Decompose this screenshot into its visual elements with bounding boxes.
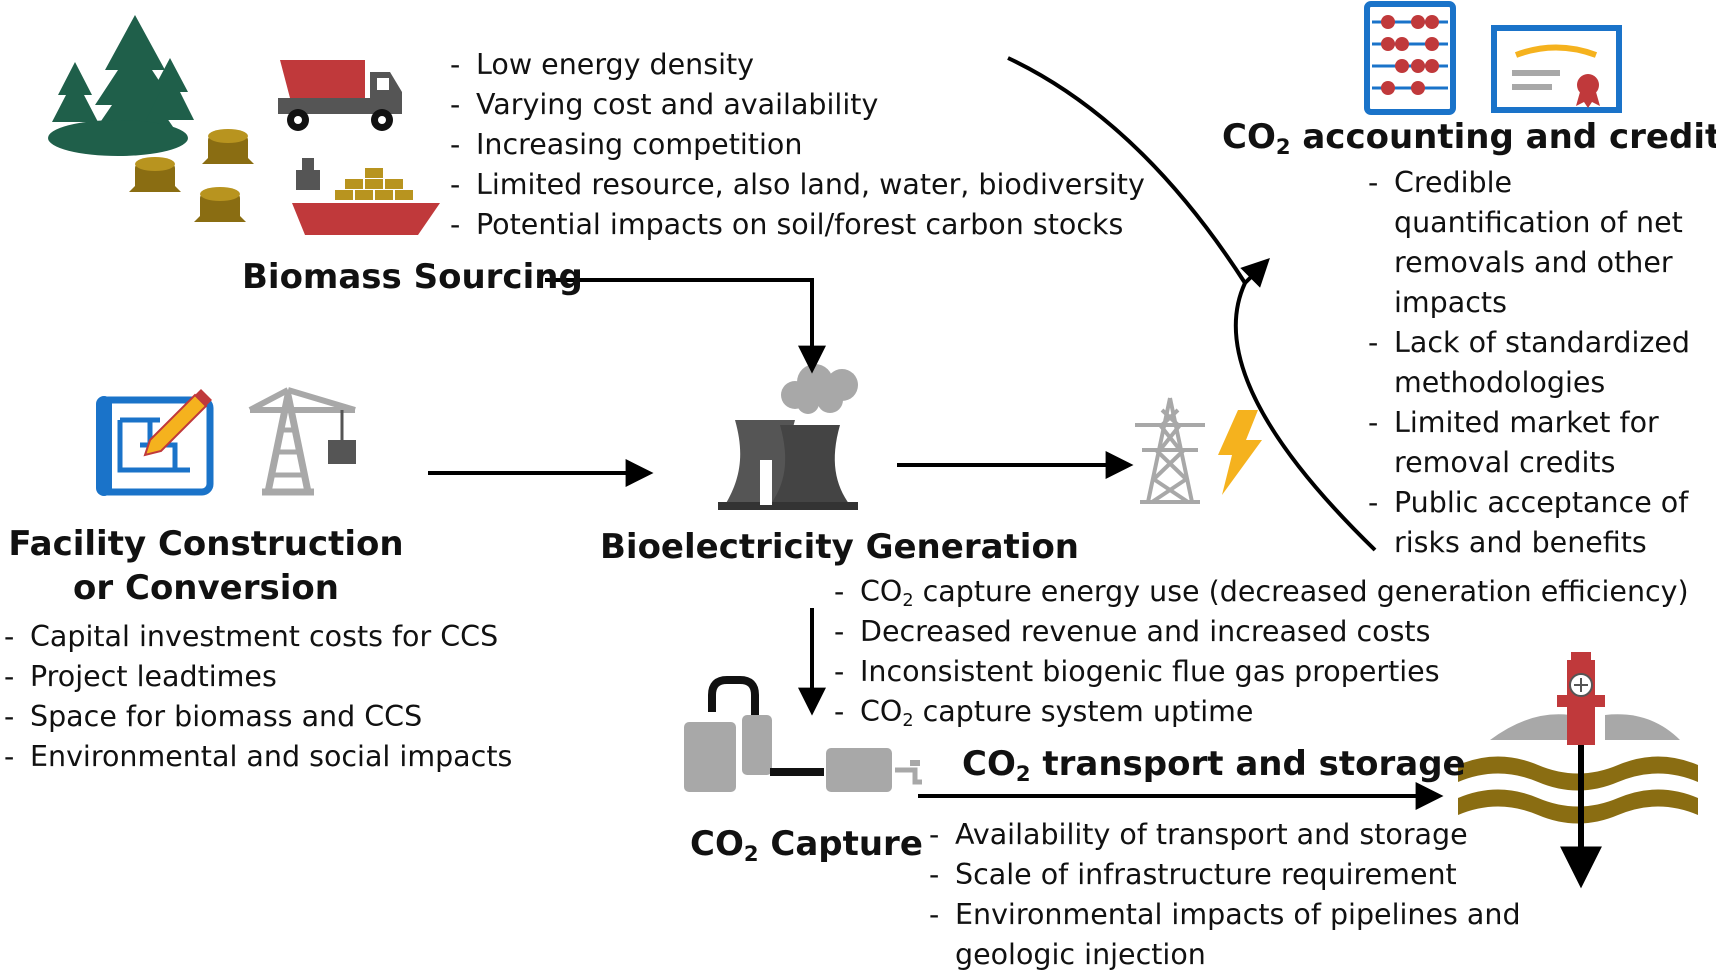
co2-accounting-title: CO2 accounting and crediting: [1222, 117, 1716, 159]
curve-lower-to-accounting: [1233, 282, 1377, 552]
smoke-icon: [781, 364, 858, 414]
list-item: Environmental and social impacts: [0, 737, 512, 777]
co2-capture-equipment-icon: [684, 676, 922, 792]
abacus-icon: [1364, 1, 1456, 115]
stump-icon: [129, 129, 254, 222]
list-item: Space for biomass and CCS: [0, 697, 512, 737]
lightning-bolt-icon: [1218, 410, 1262, 495]
facility-construction-title: Facility Construction or Conversion: [8, 524, 404, 608]
list-item: Low energy density: [446, 45, 1145, 85]
list-item: Credible quantification of net removals …: [1364, 163, 1714, 323]
forest-icon: [48, 15, 194, 156]
list-item: Limited market for removal credits: [1364, 403, 1714, 483]
cooling-tower-icon: [718, 420, 858, 510]
truck-icon: [278, 60, 402, 131]
arrow-biomass-to-plant: [545, 278, 826, 374]
biomass-challenges-list: Low energy density Varying cost and avai…: [446, 45, 1145, 245]
bioelectricity-challenges-list: CO2 capture energy use (decreased genera…: [830, 572, 1689, 732]
facility-challenges-list: Capital investment costs for CCS Project…: [0, 617, 512, 777]
accounting-challenges-list: Credible quantification of net removals …: [1364, 163, 1714, 563]
co2-capture-title: CO2 Capture: [690, 824, 923, 866]
biomass-sourcing-title: Biomass Sourcing: [242, 257, 583, 297]
bioelectricity-generation-title: Bioelectricity Generation: [600, 527, 1080, 567]
list-item: CO2 capture energy use (decreased genera…: [830, 572, 1689, 612]
crane-icon: [248, 387, 356, 496]
transport-challenges-list: Availability of transport and storage Sc…: [925, 815, 1625, 975]
arrow-to-accounting: [1240, 258, 1270, 288]
cargo-ship-icon: [292, 158, 440, 235]
list-item: Increasing competition: [446, 125, 1145, 165]
list-item: Project leadtimes: [0, 657, 512, 697]
list-item: Lack of standardized methodologies: [1364, 323, 1714, 403]
list-item: Scale of infrastructure requirement: [925, 855, 1625, 895]
certificate-icon: [1491, 25, 1622, 113]
list-item: CO2 capture system uptime: [830, 692, 1689, 732]
list-item: Potential impacts on soil/forest carbon …: [446, 205, 1145, 245]
transmission-tower-icon: [1135, 397, 1205, 504]
list-item: Decreased revenue and increased costs: [830, 612, 1689, 652]
blueprint-icon: [96, 389, 214, 496]
list-item: Capital investment costs for CCS: [0, 617, 512, 657]
list-item: Inconsistent biogenic flue gas propertie…: [830, 652, 1689, 692]
list-item: Public acceptance of risks and benefits: [1364, 483, 1714, 563]
co2-transport-storage-title: CO2 transport and storage: [962, 744, 1466, 786]
list-item: Environmental impacts of pipelines and g…: [925, 895, 1625, 975]
list-item: Limited resource, also land, water, biod…: [446, 165, 1145, 205]
list-item: Availability of transport and storage: [925, 815, 1625, 855]
list-item: Varying cost and availability: [446, 85, 1145, 125]
